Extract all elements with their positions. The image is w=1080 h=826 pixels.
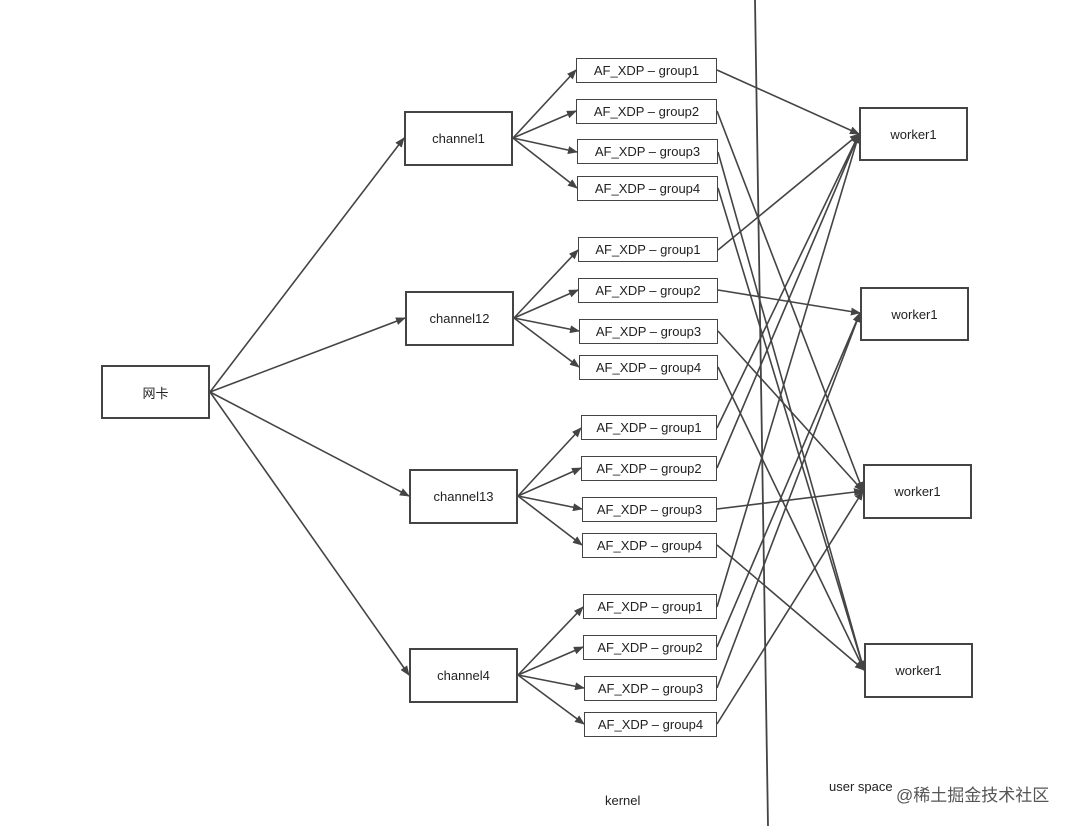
group-to-worker-edge	[716, 490, 864, 725]
kernel-label: kernel	[605, 793, 641, 808]
afxdp-group-node: AF_XDP – group1	[576, 58, 717, 83]
channel-to-group-edge	[513, 289, 579, 319]
afxdp-group-node: AF_XDP – group3	[582, 497, 717, 522]
channel-to-group-edge	[517, 495, 583, 512]
channel-to-group-edge	[517, 646, 584, 676]
channel-to-group-edge	[512, 137, 578, 154]
group-to-worker-edge	[717, 366, 865, 671]
worker-label: worker1	[890, 126, 937, 142]
group-to-worker-edge	[716, 488, 864, 510]
group-label: AF_XDP – group2	[593, 104, 700, 119]
worker-label: worker1	[894, 484, 941, 499]
worker-node: worker1	[859, 107, 968, 161]
channel-to-group-edge	[517, 674, 585, 691]
group-label: AF_XDP – group4	[594, 181, 701, 196]
kernel-user-divider	[754, 0, 769, 826]
channel-to-group-edge	[512, 110, 577, 139]
group-to-worker-edge	[716, 69, 860, 135]
group-label: AF_XDP – group3	[595, 324, 702, 339]
afxdp-group-node: AF_XDP – group2	[581, 456, 717, 481]
channel-to-group-edge	[512, 69, 577, 139]
afxdp-group-node: AF_XDP – group2	[576, 99, 717, 124]
watermark: @稀土掘金技术社区	[896, 786, 1050, 805]
group-to-worker-edge	[717, 133, 860, 251]
group-label: AF_XDP – group4	[597, 717, 704, 732]
group-to-worker-edge	[717, 187, 866, 671]
afxdp-group-node: AF_XDP – group1	[578, 237, 718, 262]
channel-node: channel4	[409, 648, 518, 703]
channel-node: channel1	[404, 111, 513, 166]
channel-to-group-edge	[513, 317, 580, 334]
channel-to-group-edge	[517, 467, 582, 497]
channel-label: channel1	[432, 131, 485, 146]
afxdp-group-node: AF_XDP – group4	[577, 176, 718, 201]
afxdp-group-node: AF_XDP – group3	[577, 139, 718, 164]
group-to-worker-edge	[716, 133, 860, 429]
group-label: AF_XDP – group4	[596, 538, 703, 553]
afxdp-group-node: AF_XDP – group4	[579, 355, 718, 380]
channel-to-group-edge	[517, 674, 585, 725]
worker-label: worker1	[895, 663, 942, 678]
group-label: AF_XDP – group1	[596, 420, 702, 435]
channel-to-group-edge	[513, 317, 580, 368]
worker-node: worker1	[860, 287, 969, 341]
user-space-label: user space	[829, 779, 893, 794]
channel-node: channel12	[405, 291, 514, 346]
channel-label: channel13	[433, 489, 494, 504]
nic-to-channel-edge	[209, 391, 410, 497]
group-to-worker-edge	[717, 289, 861, 316]
nic-label: 网卡	[142, 385, 169, 401]
worker-node: worker1	[864, 643, 973, 698]
afxdp-group-node: AF_XDP – group4	[584, 712, 717, 737]
nic-to-channel-edge	[209, 317, 406, 393]
worker-label: worker1	[891, 306, 938, 322]
afxdp-group-node: AF_XDP – group2	[578, 278, 718, 303]
nic-to-channel-edge	[209, 391, 410, 676]
channel-to-group-edge	[512, 137, 578, 189]
group-label: AF_XDP – group3	[594, 144, 701, 159]
afxdp-group-node: AF_XDP – group3	[579, 319, 718, 344]
afxdp-group-node: AF_XDP – group4	[582, 533, 717, 558]
group-label: AF_XDP – group3	[597, 681, 704, 696]
group-label: AF_XDP – group1	[597, 599, 703, 614]
afxdp-group-node: AF_XDP – group2	[583, 635, 717, 660]
channel-node: channel13	[409, 469, 518, 524]
group-to-worker-edge	[716, 312, 861, 648]
channel-to-group-edge	[517, 427, 582, 497]
group-label: AF_XDP – group2	[597, 640, 703, 655]
group-label: AF_XDP – group4	[595, 360, 702, 375]
channel-to-group-edge	[517, 606, 584, 676]
worker-node: worker1	[863, 464, 972, 519]
group-label: AF_XDP – group2	[595, 283, 701, 298]
channel-label: channel12	[429, 311, 490, 326]
afxdp-group-node: AF_XDP – group1	[581, 415, 717, 440]
group-label: AF_XDP – group2	[596, 461, 702, 476]
afxdp-group-node: AF_XDP – group1	[583, 594, 717, 619]
channel-to-group-edge	[513, 249, 579, 319]
group-label: AF_XDP – group3	[596, 502, 703, 517]
group-to-worker-edge	[717, 330, 864, 492]
channel-label: channel4	[437, 668, 490, 683]
nic-node: 网卡	[101, 365, 210, 419]
group-to-worker-edge	[716, 133, 860, 469]
group-to-worker-edge	[716, 133, 861, 608]
group-label: AF_XDP – group1	[595, 242, 701, 257]
channel-to-group-edge	[517, 495, 583, 546]
nic-to-channel-edge	[209, 137, 405, 393]
group-label: AF_XDP – group1	[593, 63, 700, 78]
afxdp-group-node: AF_XDP – group3	[584, 676, 717, 701]
group-to-worker-edge	[716, 312, 861, 689]
